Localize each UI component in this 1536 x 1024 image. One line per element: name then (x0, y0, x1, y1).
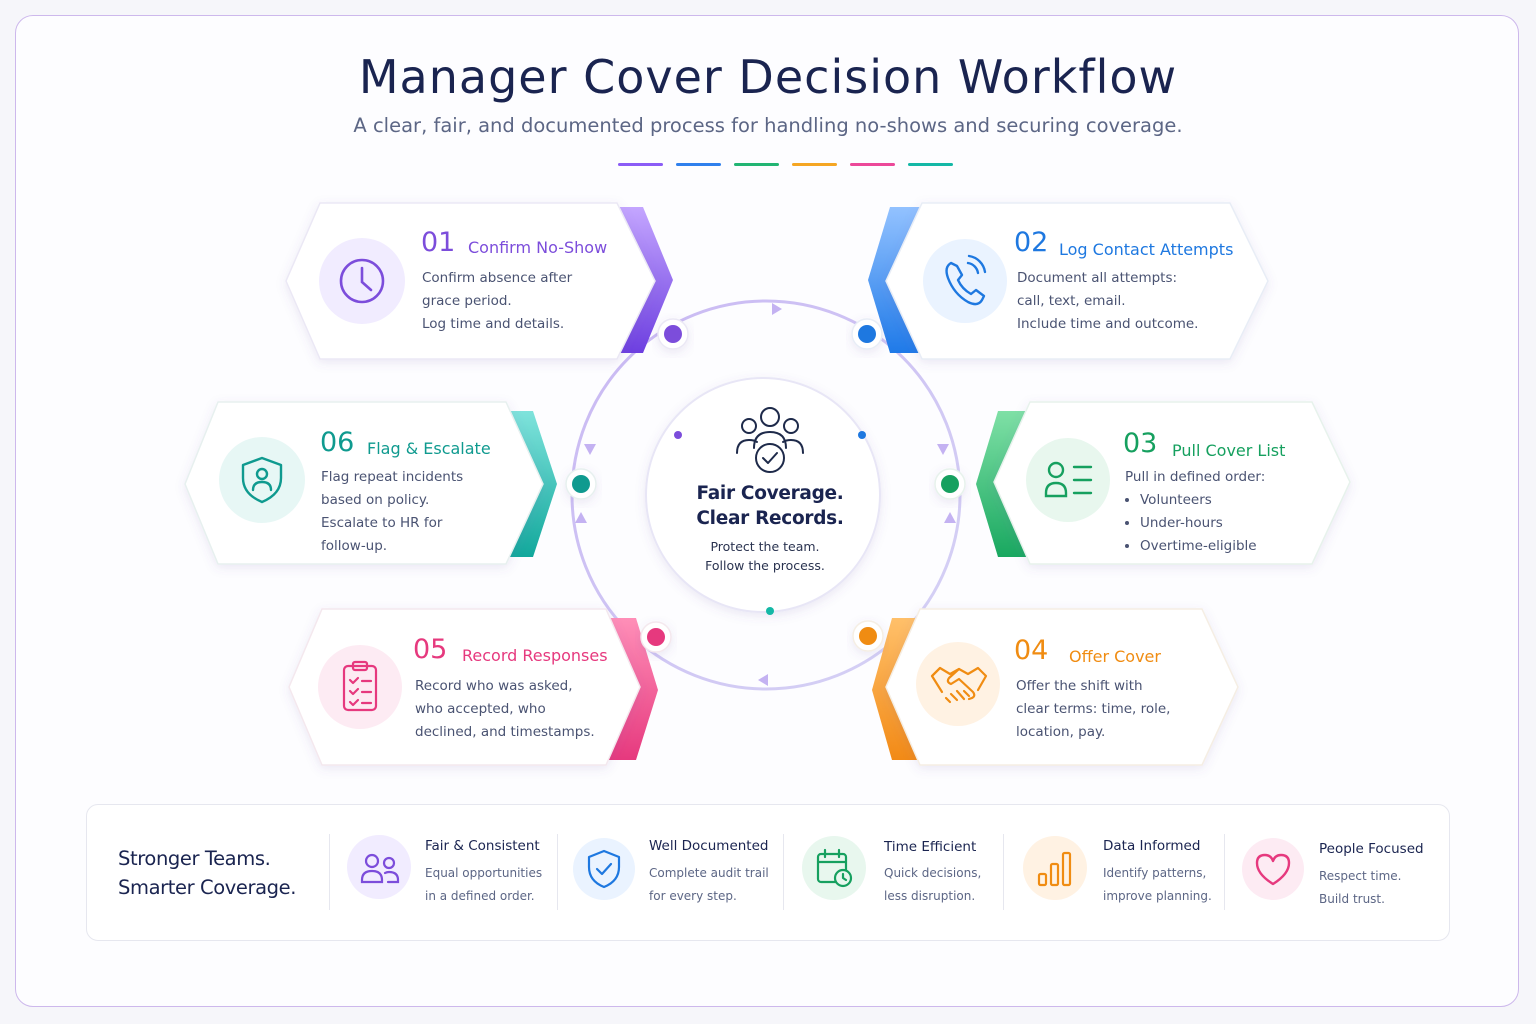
arrow-icon (584, 444, 596, 455)
step-card-02 (885, 202, 1269, 360)
benefit-title: Data Informed (1103, 838, 1201, 854)
icon-badge (916, 642, 1000, 726)
divider (783, 834, 784, 910)
connector-dot (941, 475, 959, 493)
step-description: Offer the shift with clear terms: time, … (1016, 678, 1171, 740)
center-dot (858, 431, 866, 439)
center-circle (645, 377, 881, 613)
benefit-title: Fair & Consistent (425, 838, 540, 854)
accent-dash (676, 163, 721, 166)
center-dot (766, 607, 774, 615)
benefit-description: Complete audit trail for every step. (649, 866, 769, 903)
arrow-icon (944, 512, 956, 523)
benefit-description: Identify patterns, improve planning. (1103, 866, 1212, 903)
step-description: Pull in defined order: Volunteers Under-… (1125, 466, 1265, 558)
benefit-description: Respect time. Build trust. (1319, 869, 1402, 906)
clipboard-icon (342, 660, 378, 712)
phone-icon (945, 254, 987, 306)
page-subtitle: A clear, fair, and documented process fo… (353, 114, 1183, 137)
list-item: Under-hours (1140, 512, 1265, 535)
accent-dash (908, 163, 953, 166)
step-number: 05 (413, 634, 448, 665)
arrow-icon (575, 512, 587, 523)
list-user-icon (1044, 461, 1093, 498)
center-subtitle: Protect the team. Follow the process. (705, 539, 825, 573)
step-title: Log Contact Attempts (1059, 240, 1234, 259)
arrow-icon (772, 303, 782, 315)
step-title: Confirm No-Show (468, 238, 608, 257)
arrow-icon (937, 444, 949, 455)
benefit-title: People Focused (1319, 841, 1424, 857)
shield-user-icon (241, 456, 283, 504)
step-title: Flag & Escalate (367, 439, 491, 458)
step-title: Offer Cover (1069, 647, 1161, 666)
divider (329, 834, 330, 910)
divider (1224, 834, 1225, 910)
step-description: Confirm absence after grace period. Log … (422, 270, 573, 332)
list-item: Overtime-eligible (1140, 535, 1265, 558)
center-dot (674, 431, 682, 439)
step-number: 02 (1014, 227, 1049, 258)
divider (1003, 834, 1004, 910)
icon-badge (923, 239, 1007, 323)
connector-dot (572, 475, 590, 493)
icon-badge (318, 645, 402, 729)
connector-dot (664, 325, 682, 343)
list-item: Volunteers (1140, 489, 1265, 512)
clock-icon (339, 258, 385, 304)
step-number: 06 (320, 427, 355, 458)
benefit-title: Well Documented (649, 838, 769, 854)
benefit-description: Quick decisions, less disruption. (884, 866, 982, 903)
icon-badge (1026, 438, 1110, 522)
connector-dot (858, 325, 876, 343)
footer-tagline: Stronger Teams. Smarter Coverage. (118, 847, 297, 899)
step-title: Pull Cover List (1172, 441, 1286, 460)
connector-dot (859, 627, 877, 645)
accent-dash (792, 163, 837, 166)
page-title: Manager Cover Decision Workflow (358, 50, 1178, 104)
step-number: 04 (1014, 635, 1049, 666)
accent-dash (618, 163, 663, 166)
step-number: 01 (421, 227, 456, 258)
team-check-icon (736, 407, 804, 473)
accent-dash (734, 163, 779, 166)
handshake-icon (930, 666, 988, 704)
benefit-title: Time Efficient (884, 839, 977, 855)
center-title: Fair Coverage. Clear Records. (696, 483, 844, 529)
step-description: Record who was asked, who accepted, who … (415, 678, 595, 740)
step-card-05 (288, 608, 641, 766)
arrow-icon (758, 674, 768, 686)
benefits-panel (86, 804, 1450, 941)
connector-dot (647, 628, 665, 646)
step-number: 03 (1123, 428, 1158, 459)
divider (557, 834, 558, 910)
step-title: Record Responses (462, 646, 608, 665)
accent-dash (850, 163, 895, 166)
benefit-description: Equal opportunities in a defined order. (425, 866, 543, 903)
step-description: Document all attempts: call, text, email… (1017, 270, 1199, 332)
step-description: Flag repeat incidents based on policy. E… (321, 469, 464, 554)
